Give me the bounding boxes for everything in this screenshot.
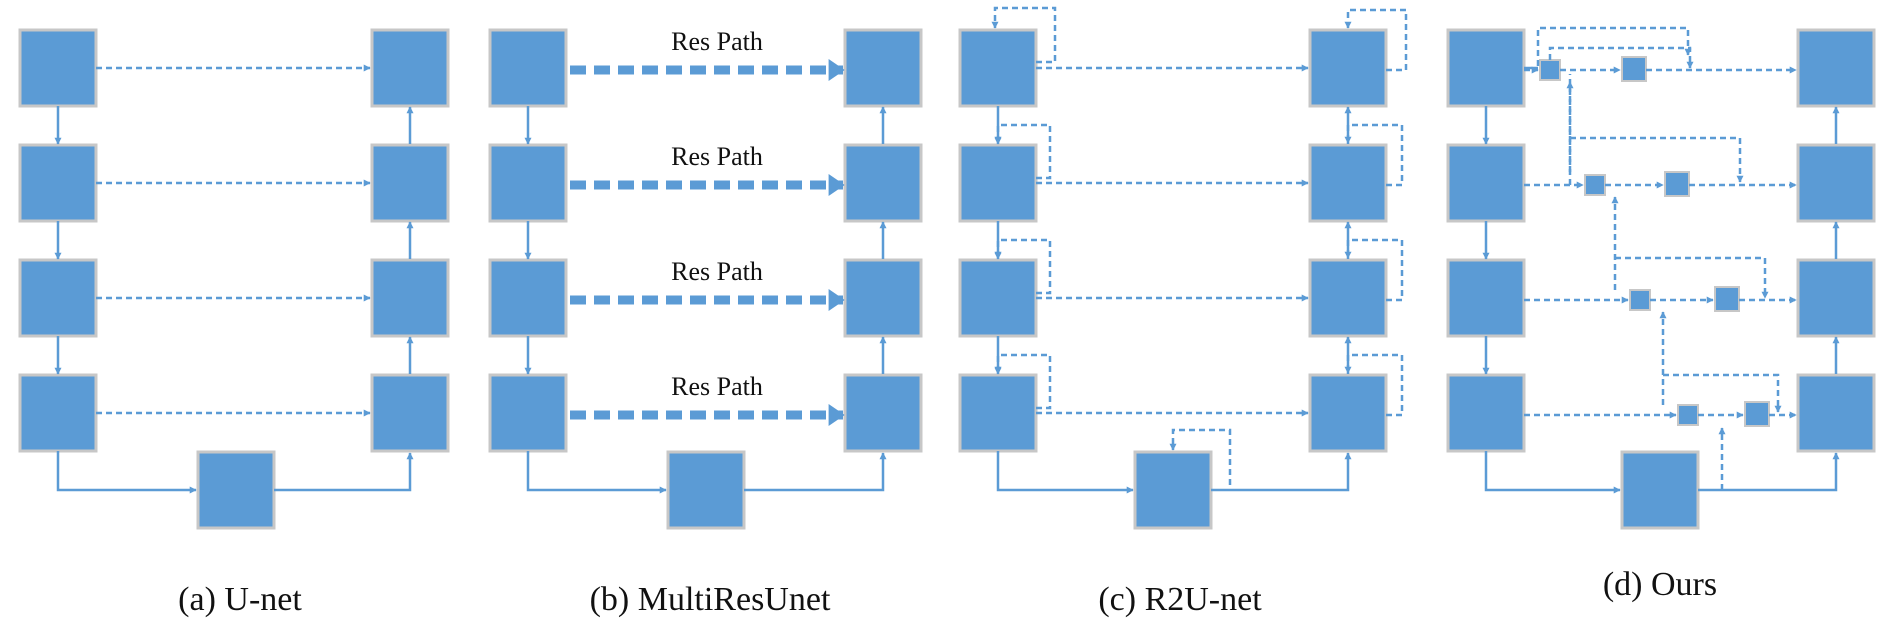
recurrent-loop [1344, 8, 1408, 72]
from-bottleneck-arrow [1698, 452, 1840, 492]
panel-multiresunet: Res Path Res Path Res Path Res Path (b) … [488, 27, 923, 618]
to-bottleneck-arrow [56, 451, 197, 494]
recurrent-loop [991, 6, 1057, 64]
encoder-block-3 [18, 258, 98, 338]
nested-node [1539, 59, 1561, 81]
dense-skip [1663, 373, 1782, 413]
encoder-block-3 [958, 258, 1038, 338]
to-bottleneck-arrow [1484, 451, 1621, 494]
dense-skip [1615, 256, 1769, 299]
panel-r2unet: (c) R2U-net [958, 6, 1408, 618]
nested-node [1629, 289, 1651, 311]
recurrent-loop [994, 238, 1052, 295]
encoder-block-2 [958, 143, 1038, 223]
decoder-block-3 [843, 258, 923, 338]
bottleneck-block [1133, 450, 1213, 530]
decoder-block-4 [370, 373, 450, 453]
encoder-block-4 [18, 373, 98, 453]
decoder-block-4 [843, 373, 923, 453]
nested-node [1714, 286, 1740, 312]
encoder-block-1 [18, 28, 98, 108]
bottleneck-block [1620, 450, 1700, 530]
decoder-block-3 [370, 258, 450, 338]
encoder-block-4 [958, 373, 1038, 453]
panel-ours: (d) Ours [1446, 26, 1876, 603]
panel-unet: (a) U-net [18, 28, 450, 618]
recurrent-loop [994, 353, 1052, 410]
panel-caption: (a) U-net [178, 581, 302, 618]
recurrent-loop [1344, 238, 1404, 302]
decoder-block-1 [1796, 28, 1876, 108]
decoder-block-3 [1308, 258, 1388, 338]
encoder-block-1 [1446, 28, 1526, 108]
res-path-label: Res Path [671, 257, 763, 286]
encoder-block-2 [18, 143, 98, 223]
nested-node [1621, 56, 1647, 82]
dense-skip [1548, 46, 1694, 69]
to-bottleneck-arrow [996, 451, 1134, 494]
decoder-block-2 [1308, 143, 1388, 223]
encoder-block-2 [1446, 143, 1526, 223]
nested-node [1584, 174, 1606, 196]
recurrent-loop [1344, 353, 1404, 417]
bottleneck-block [666, 450, 746, 530]
decoder-block-1 [843, 28, 923, 108]
panel-caption: (d) Ours [1603, 566, 1717, 603]
encoder-block-1 [958, 28, 1038, 108]
encoder-block-3 [488, 258, 568, 338]
decoder-block-3 [1796, 258, 1876, 338]
recurrent-loop [1169, 428, 1232, 485]
encoder-block-4 [488, 373, 568, 453]
panel-caption: (b) MultiResUnet [590, 581, 831, 618]
panel-caption: (c) R2U-net [1098, 581, 1262, 618]
nested-node [1664, 171, 1690, 197]
decoder-block-4 [1796, 373, 1876, 453]
res-path-label: Res Path [671, 27, 763, 56]
to-bottleneck-arrow [526, 451, 667, 494]
res-path-label: Res Path [671, 372, 763, 401]
decoder-block-2 [1796, 143, 1876, 223]
recurrent-loop [1344, 123, 1404, 187]
decoder-block-2 [843, 143, 923, 223]
encoder-block-1 [488, 28, 568, 108]
decoder-block-4 [1308, 373, 1388, 453]
recurrent-loop [994, 123, 1052, 180]
nested-node [1744, 401, 1770, 427]
encoder-block-2 [488, 143, 568, 223]
from-bottleneck-arrow [1211, 452, 1352, 492]
from-bottleneck-arrow [274, 452, 414, 492]
decoder-block-2 [370, 143, 450, 223]
dense-skip [1570, 136, 1744, 183]
nested-node [1677, 404, 1699, 426]
dense-skip [1536, 26, 1692, 66]
encoder-block-4 [1446, 373, 1526, 453]
encoder-block-3 [1446, 258, 1526, 338]
res-path-label: Res Path [671, 142, 763, 171]
bottleneck-block [196, 450, 276, 530]
decoder-block-1 [370, 28, 450, 108]
from-bottleneck-arrow [744, 452, 887, 492]
decoder-block-1 [1308, 28, 1388, 108]
